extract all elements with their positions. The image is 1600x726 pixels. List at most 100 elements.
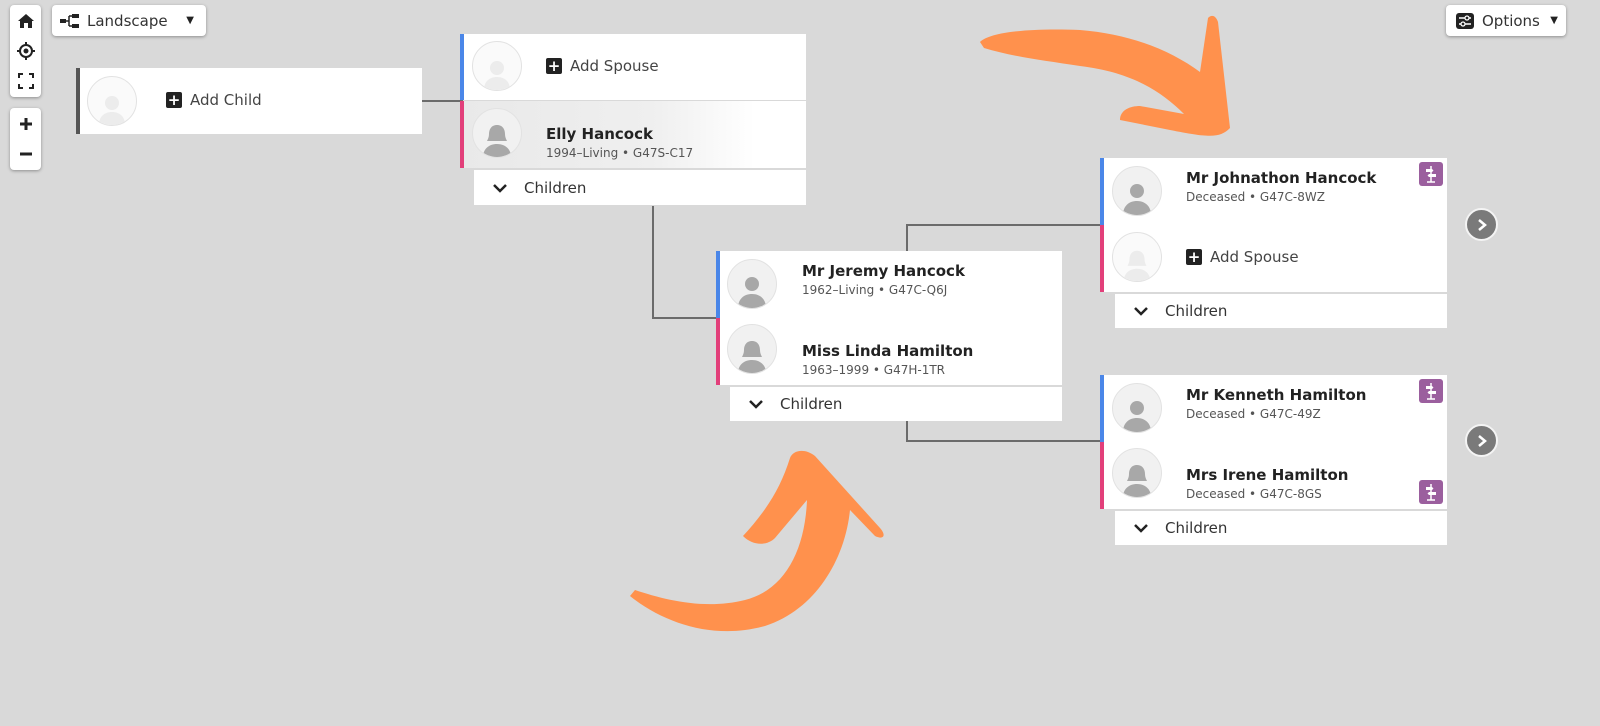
chevron-down-icon <box>1133 306 1149 316</box>
avatar <box>1112 232 1162 282</box>
female-silhouette-icon <box>483 125 511 157</box>
connector-line <box>906 421 908 441</box>
signpost-icon <box>1426 166 1436 183</box>
avatar <box>1112 448 1162 498</box>
chevron-down-icon <box>1133 523 1149 533</box>
female-silhouette-icon <box>1123 465 1151 497</box>
add-child-button[interactable]: + Add Child <box>166 91 262 109</box>
female-silhouette-icon <box>738 341 766 373</box>
person-name[interactable]: Mr Kenneth Hamilton <box>1186 386 1367 404</box>
ancestor-tree-badge[interactable] <box>1419 162 1443 186</box>
children-toggle[interactable]: Children <box>730 387 1062 421</box>
connector-line <box>906 224 1103 226</box>
locate-icon <box>16 42 35 60</box>
avatar <box>727 324 777 374</box>
options-label: Options <box>1482 11 1540 30</box>
zoom-out-button[interactable] <box>11 139 41 169</box>
avatar <box>472 108 522 158</box>
tree-layout-icon <box>60 13 79 28</box>
add-spouse-row[interactable]: + Add Spouse <box>1100 225 1447 292</box>
male-silhouette-icon <box>1123 184 1151 215</box>
add-spouse-button[interactable]: + Add Spouse <box>1186 248 1299 266</box>
signpost-icon <box>1426 484 1436 501</box>
ancestor-tree-badge[interactable] <box>1419 480 1443 504</box>
plus-square-icon: + <box>166 90 182 109</box>
person-elly-hancock[interactable]: Elly Hancock 1994–Living • G47S-C17 <box>460 101 806 168</box>
ancestor-tree-badge[interactable] <box>1419 379 1443 403</box>
chevron-down-icon <box>748 399 764 409</box>
person-name[interactable]: Miss Linda Hamilton <box>802 342 974 360</box>
person-linda-hamilton[interactable]: Miss Linda Hamilton 1963–1999 • G47H-1TR <box>716 318 1062 385</box>
person-meta: Deceased • G47C-49Z <box>1186 407 1321 421</box>
caret-down-icon: ▼ <box>1550 15 1558 26</box>
children-toggle[interactable]: Children <box>474 170 806 205</box>
connector-line <box>652 206 654 318</box>
person-name[interactable]: Mrs Irene Hamilton <box>1186 466 1349 484</box>
chevron-right-icon <box>1477 434 1487 447</box>
person-irene-hamilton[interactable]: Mrs Irene Hamilton Deceased • G47C-8GS <box>1100 442 1447 509</box>
person-meta: 1963–1999 • G47H-1TR <box>802 363 946 377</box>
children-label: Children <box>524 178 587 197</box>
paternal-grandparents-card: Mr Johnathon Hancock Deceased • G47C-8WZ… <box>1100 158 1447 292</box>
chevron-right-icon <box>1477 218 1487 231</box>
avatar <box>727 259 777 309</box>
add-child-row[interactable]: + Add Child <box>76 68 422 134</box>
children-label: Children <box>780 395 843 413</box>
fullscreen-icon <box>17 73 34 89</box>
expand-ancestors-button[interactable] <box>1465 424 1498 457</box>
person-meta: 1994–Living • G47S-C17 <box>546 146 694 160</box>
person-meta: Deceased • G47C-8GS <box>1186 487 1322 501</box>
plus-square-icon: + <box>546 56 562 75</box>
chevron-down-icon <box>492 183 508 193</box>
person-meta: Deceased • G47C-8WZ <box>1186 190 1325 204</box>
elly-family-card: + Add Spouse Elly Hancock 1994–Living • … <box>460 34 806 168</box>
fullscreen-button[interactable] <box>11 66 41 96</box>
options-dropdown[interactable]: Options ▼ <box>1446 5 1566 36</box>
person-name[interactable]: Mr Johnathon Hancock <box>1186 169 1377 187</box>
caret-down-icon: ▼ <box>186 15 194 26</box>
person-jeremy-hancock[interactable]: Mr Jeremy Hancock 1962–Living • G47C-Q6J <box>716 251 1062 318</box>
zoom-in-button[interactable] <box>11 109 41 139</box>
connector-line <box>652 317 718 319</box>
maternal-grandparents-card: Mr Kenneth Hamilton Deceased • G47C-49Z … <box>1100 375 1447 509</box>
signpost-icon <box>1426 383 1436 400</box>
person-kenneth-hamilton[interactable]: Mr Kenneth Hamilton Deceased • G47C-49Z <box>1100 375 1447 442</box>
connector-line <box>906 224 908 252</box>
avatar <box>1112 383 1162 433</box>
add-child-card: + Add Child <box>76 68 422 134</box>
add-spouse-row[interactable]: + Add Spouse <box>460 34 806 100</box>
person-name[interactable]: Mr Jeremy Hancock <box>802 262 965 280</box>
children-toggle[interactable]: Children <box>1115 294 1447 328</box>
zoom-controls <box>10 108 41 170</box>
add-spouse-label: Add Spouse <box>570 57 659 75</box>
children-label: Children <box>1165 519 1228 537</box>
children-toggle[interactable]: Children <box>1115 511 1447 545</box>
annotation-arrow-icon <box>980 15 1230 136</box>
annotation-arrow-icon <box>630 450 884 632</box>
expand-ancestors-button[interactable] <box>1465 208 1498 241</box>
connector-line <box>906 440 1103 442</box>
add-spouse-button[interactable]: + Add Spouse <box>546 57 659 75</box>
parents-card: Mr Jeremy Hancock 1962–Living • G47C-Q6J… <box>716 251 1062 385</box>
locate-button[interactable] <box>11 36 41 66</box>
person-silhouette-icon <box>484 61 510 90</box>
plus-square-icon: + <box>1186 247 1202 266</box>
view-selector-label: Landscape <box>87 11 168 30</box>
person-meta: 1962–Living • G47C-Q6J <box>802 283 948 297</box>
zoom-in-icon <box>19 118 32 130</box>
home-button[interactable] <box>11 6 41 36</box>
zoom-out-icon <box>19 152 32 156</box>
view-selector-dropdown[interactable]: Landscape ▼ <box>52 5 206 36</box>
avatar <box>87 76 137 126</box>
children-label: Children <box>1165 302 1228 320</box>
person-silhouette-icon <box>99 96 125 125</box>
add-child-label: Add Child <box>190 91 262 109</box>
view-controls <box>10 5 41 97</box>
female-silhouette-icon <box>1123 250 1151 281</box>
male-silhouette-icon <box>1123 401 1151 432</box>
add-spouse-label: Add Spouse <box>1210 248 1299 266</box>
person-name[interactable]: Elly Hancock <box>546 125 653 143</box>
home-icon <box>17 14 34 28</box>
avatar <box>1112 166 1162 216</box>
person-johnathon-hancock[interactable]: Mr Johnathon Hancock Deceased • G47C-8WZ <box>1100 158 1447 225</box>
